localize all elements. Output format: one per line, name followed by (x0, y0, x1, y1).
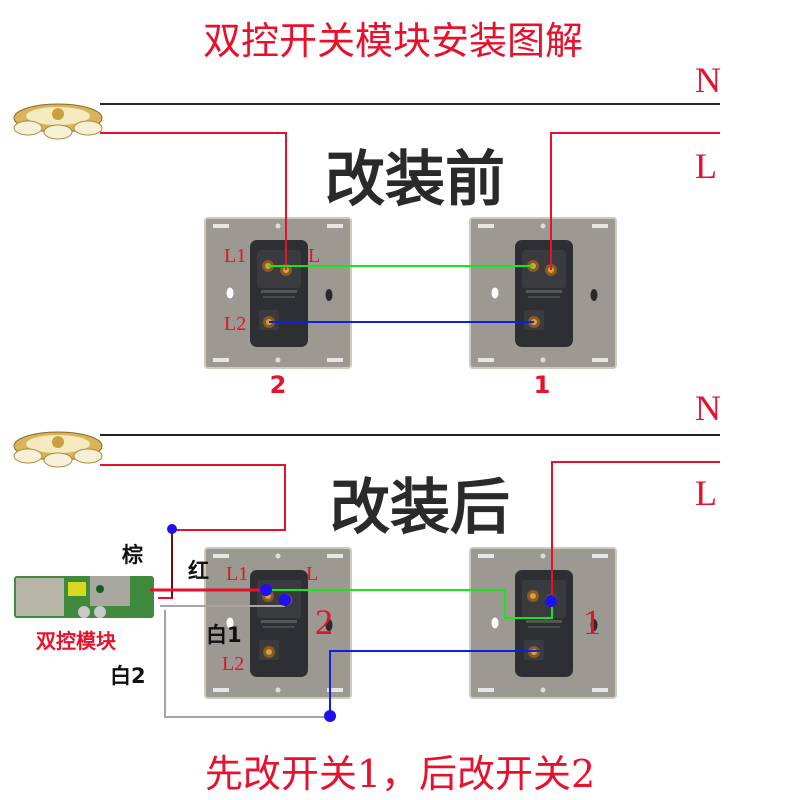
terminal-l2-label: L2 (224, 313, 246, 335)
white2-wire-label: 白2 (110, 664, 146, 688)
traveler-wire-l2 (329, 650, 540, 717)
lamp-live-wire (100, 464, 286, 599)
junction-dot (545, 595, 557, 607)
before-heading: 改装前 (325, 145, 505, 215)
red-wire-label: 红 (188, 559, 209, 583)
live-wire (550, 132, 720, 270)
live-wire (551, 461, 720, 600)
lamp-live-wire (100, 132, 287, 270)
white-wire-2 (164, 610, 330, 718)
module-label: 双控模块 (36, 629, 117, 653)
after-heading: 改装后 (330, 473, 510, 543)
junction-dot (260, 584, 272, 596)
dual-control-module (14, 576, 154, 618)
switch-1-number: 1 (534, 371, 551, 399)
live-line-label: L (695, 146, 717, 186)
brown-wire-label: 棕 (122, 543, 143, 567)
after-section: N L 改装后 双控模块 棕 红 白1 白2 L1 L (13, 388, 721, 722)
junction-dot (324, 710, 336, 722)
terminal-l-label: L (306, 563, 318, 585)
neutral-line-label: N (695, 60, 721, 100)
switch-plate-1 (469, 217, 617, 369)
traveler-wire-l1 (266, 589, 553, 619)
switch-2-number: 2 (315, 602, 333, 642)
ceiling-lamp-icon (13, 431, 103, 468)
switch-2-number: 2 (270, 371, 287, 399)
switch-plate-2 (204, 217, 352, 369)
neutral-line-label: N (695, 388, 721, 428)
switch-1-number: 1 (583, 602, 601, 642)
white1-wire-label: 白1 (206, 623, 242, 647)
ceiling-lamp-icon (13, 103, 103, 140)
footer-instruction: 先改开关1，后改开关2 (205, 752, 595, 796)
terminal-l1-label: L1 (226, 563, 248, 585)
terminal-l-label: L (308, 245, 320, 267)
terminal-l1-label: L1 (224, 245, 246, 267)
live-line-label: L (695, 473, 717, 513)
junction-dot (167, 524, 177, 534)
diagram-title: 双控开关模块安装图解 (203, 19, 583, 63)
junction-dot (279, 594, 291, 606)
terminal-l2-label: L2 (222, 653, 244, 675)
before-section: N L 改装前 L1 L L2 2 1 (13, 60, 721, 399)
